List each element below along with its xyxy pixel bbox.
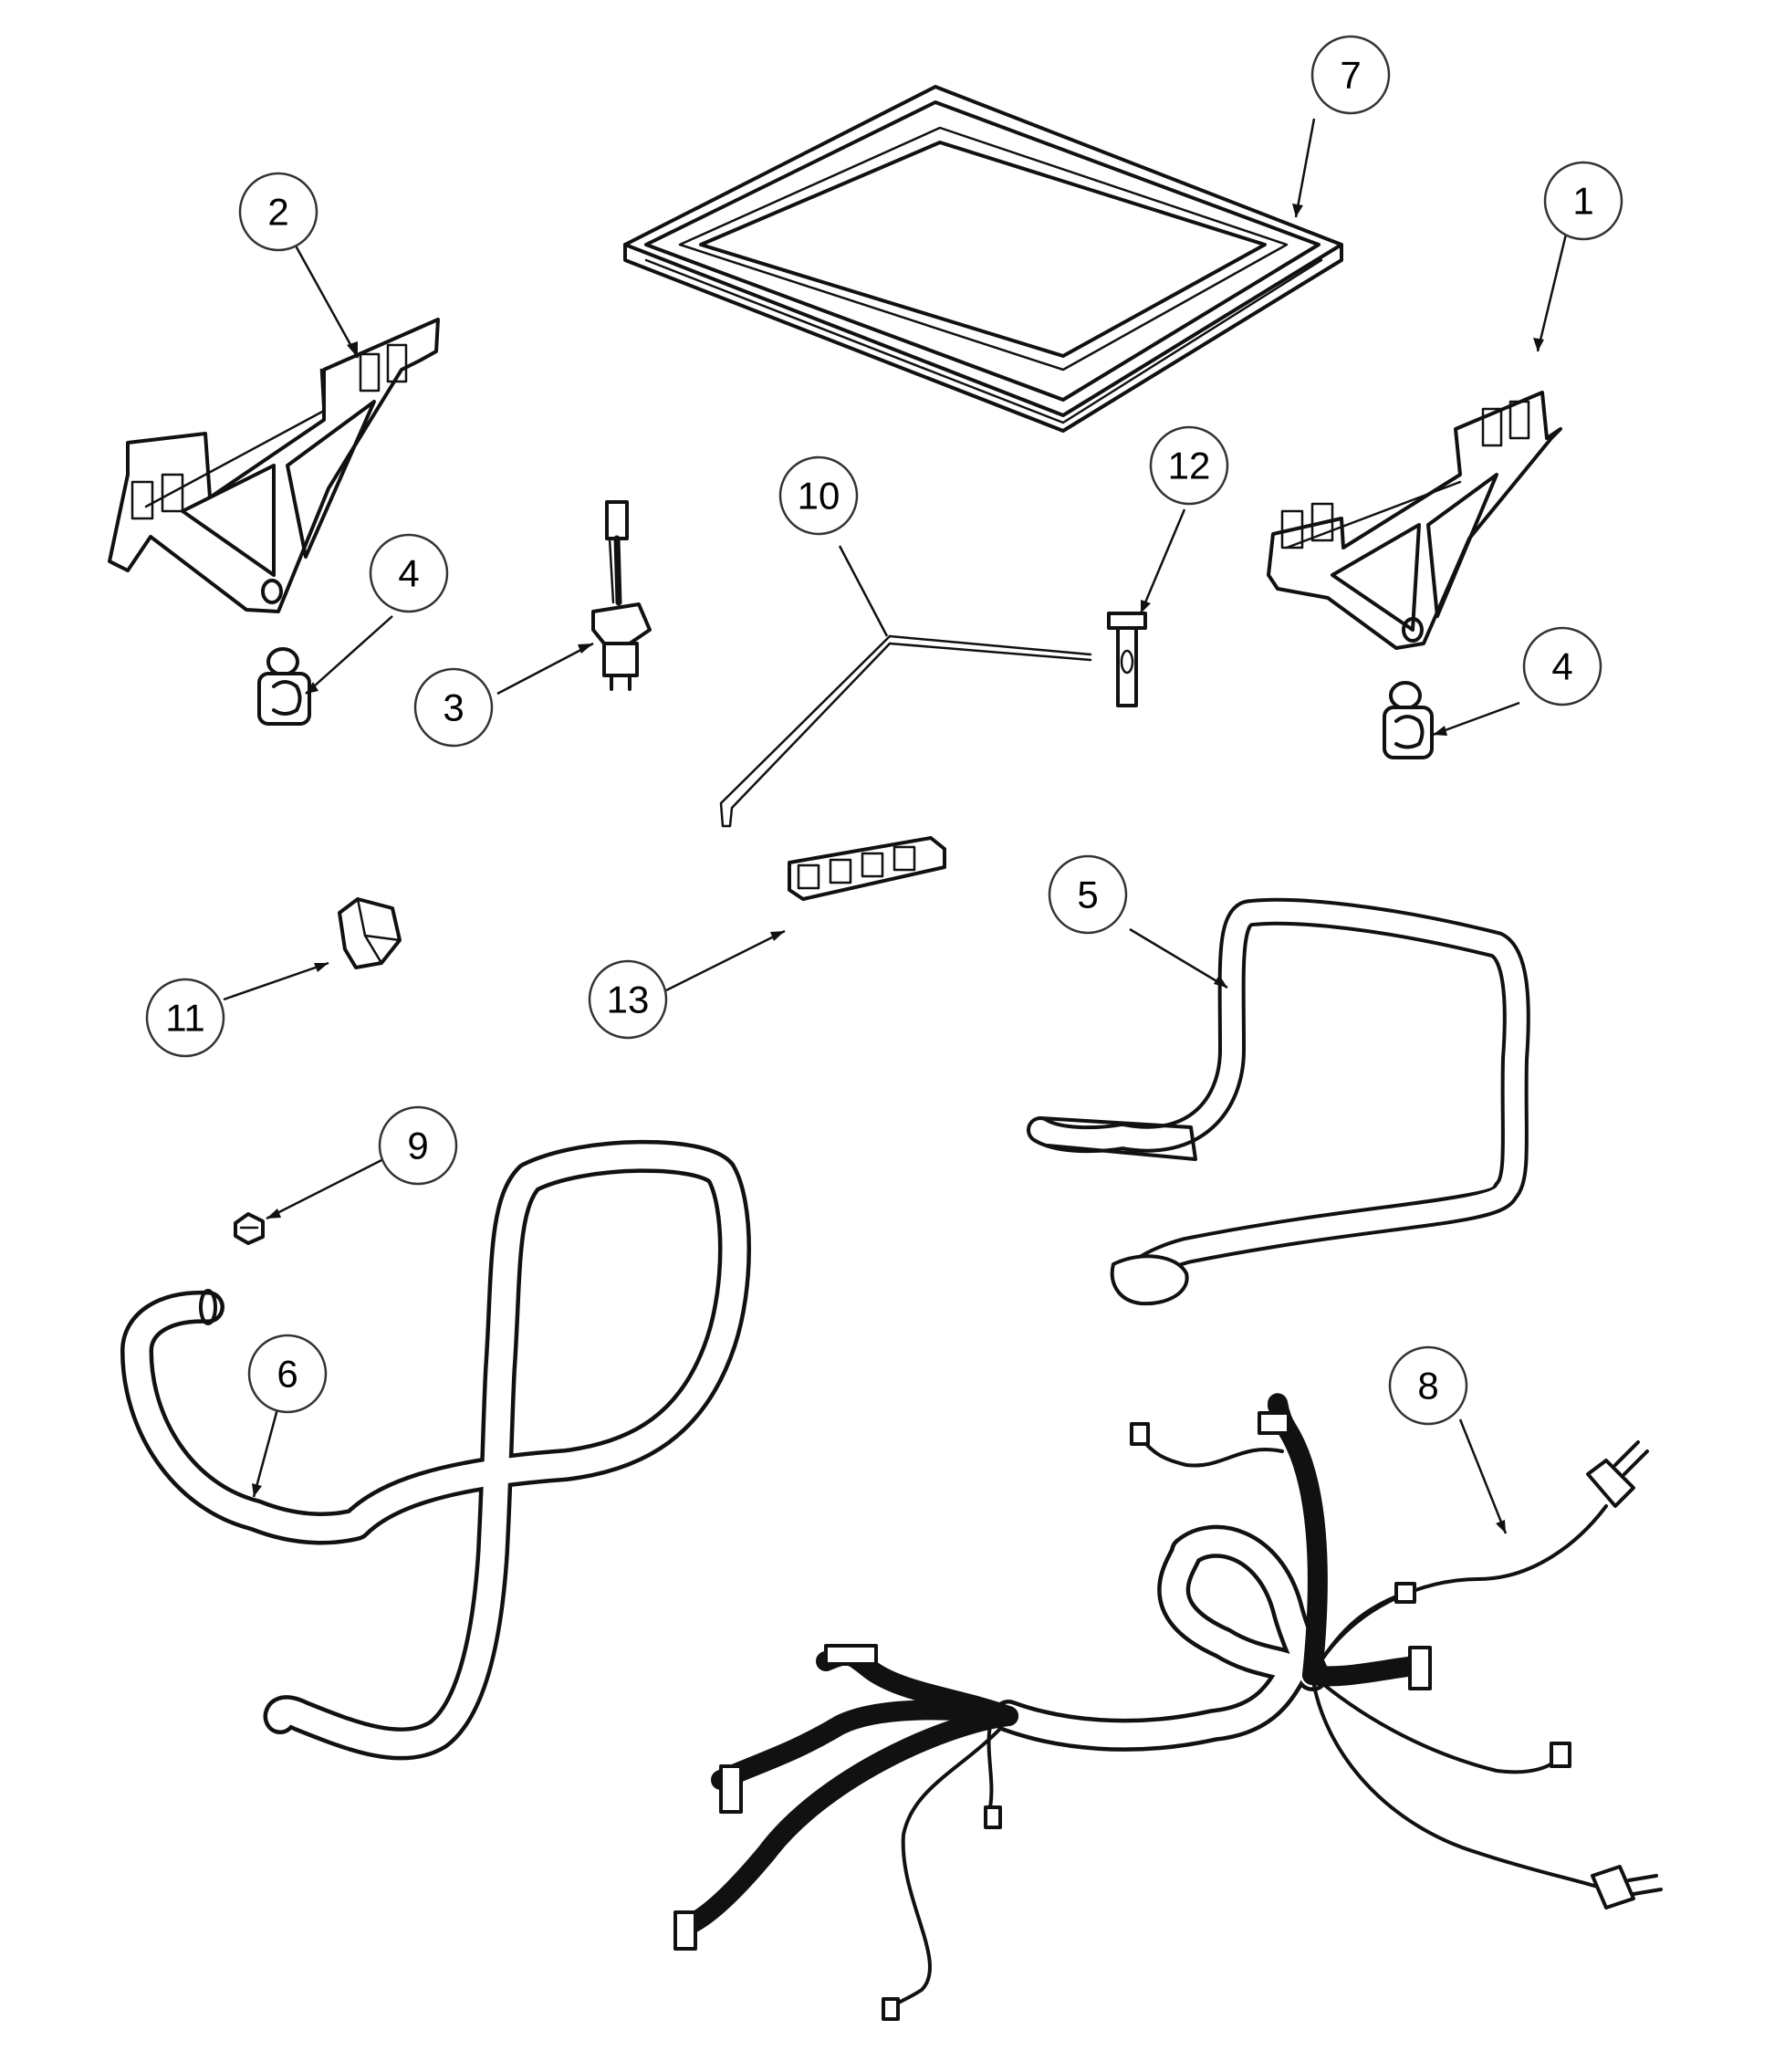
callout-4-right: 4 — [1522, 626, 1602, 706]
svg-text:3: 3 — [443, 686, 464, 729]
callout-7: 7 — [1310, 35, 1391, 115]
part-4-clip-left — [257, 647, 311, 726]
leader-lines — [223, 118, 1571, 1534]
callout-8: 8 — [1388, 1345, 1468, 1426]
callout-2: 2 — [238, 172, 318, 252]
svg-text:5: 5 — [1077, 874, 1098, 916]
svg-text:2: 2 — [267, 191, 288, 234]
callout-6: 6 — [247, 1334, 328, 1414]
svg-text:13: 13 — [607, 978, 650, 1021]
svg-text:8: 8 — [1417, 1365, 1438, 1407]
part-1-bracket — [1267, 391, 1562, 650]
callout-1: 1 — [1543, 161, 1623, 241]
part-11-latch — [338, 897, 402, 969]
part-5-hose — [1027, 897, 1530, 1306]
part-10-rod — [719, 634, 1092, 828]
part-8-wiring-harness — [673, 1393, 1663, 2021]
svg-text:6: 6 — [277, 1353, 298, 1396]
svg-text:10: 10 — [798, 475, 840, 518]
callout-11: 11 — [145, 978, 225, 1058]
svg-text:11: 11 — [165, 997, 205, 1040]
callout-10: 10 — [778, 455, 859, 536]
callout-9: 9 — [378, 1105, 458, 1186]
callout-5: 5 — [1048, 854, 1128, 935]
svg-text:12: 12 — [1168, 445, 1211, 487]
svg-text:4: 4 — [1551, 645, 1572, 688]
svg-text:1: 1 — [1572, 180, 1593, 223]
part-4-clip-right — [1383, 681, 1434, 759]
callout-4-left: 4 — [369, 533, 449, 613]
callout-12: 12 — [1149, 425, 1229, 506]
part-2-bracket — [108, 318, 440, 613]
callout-3: 3 — [413, 667, 494, 748]
part-6-hose — [120, 1139, 751, 1761]
svg-text:4: 4 — [398, 552, 419, 595]
callout-13: 13 — [588, 959, 668, 1040]
part-9-nut — [234, 1212, 265, 1245]
part-13-connector — [788, 836, 946, 901]
svg-text:9: 9 — [407, 1125, 428, 1167]
svg-text:7: 7 — [1340, 54, 1361, 97]
part-12-pin — [1107, 612, 1147, 707]
part-3-sensor — [591, 500, 652, 691]
part-7-frame — [623, 85, 1343, 433]
